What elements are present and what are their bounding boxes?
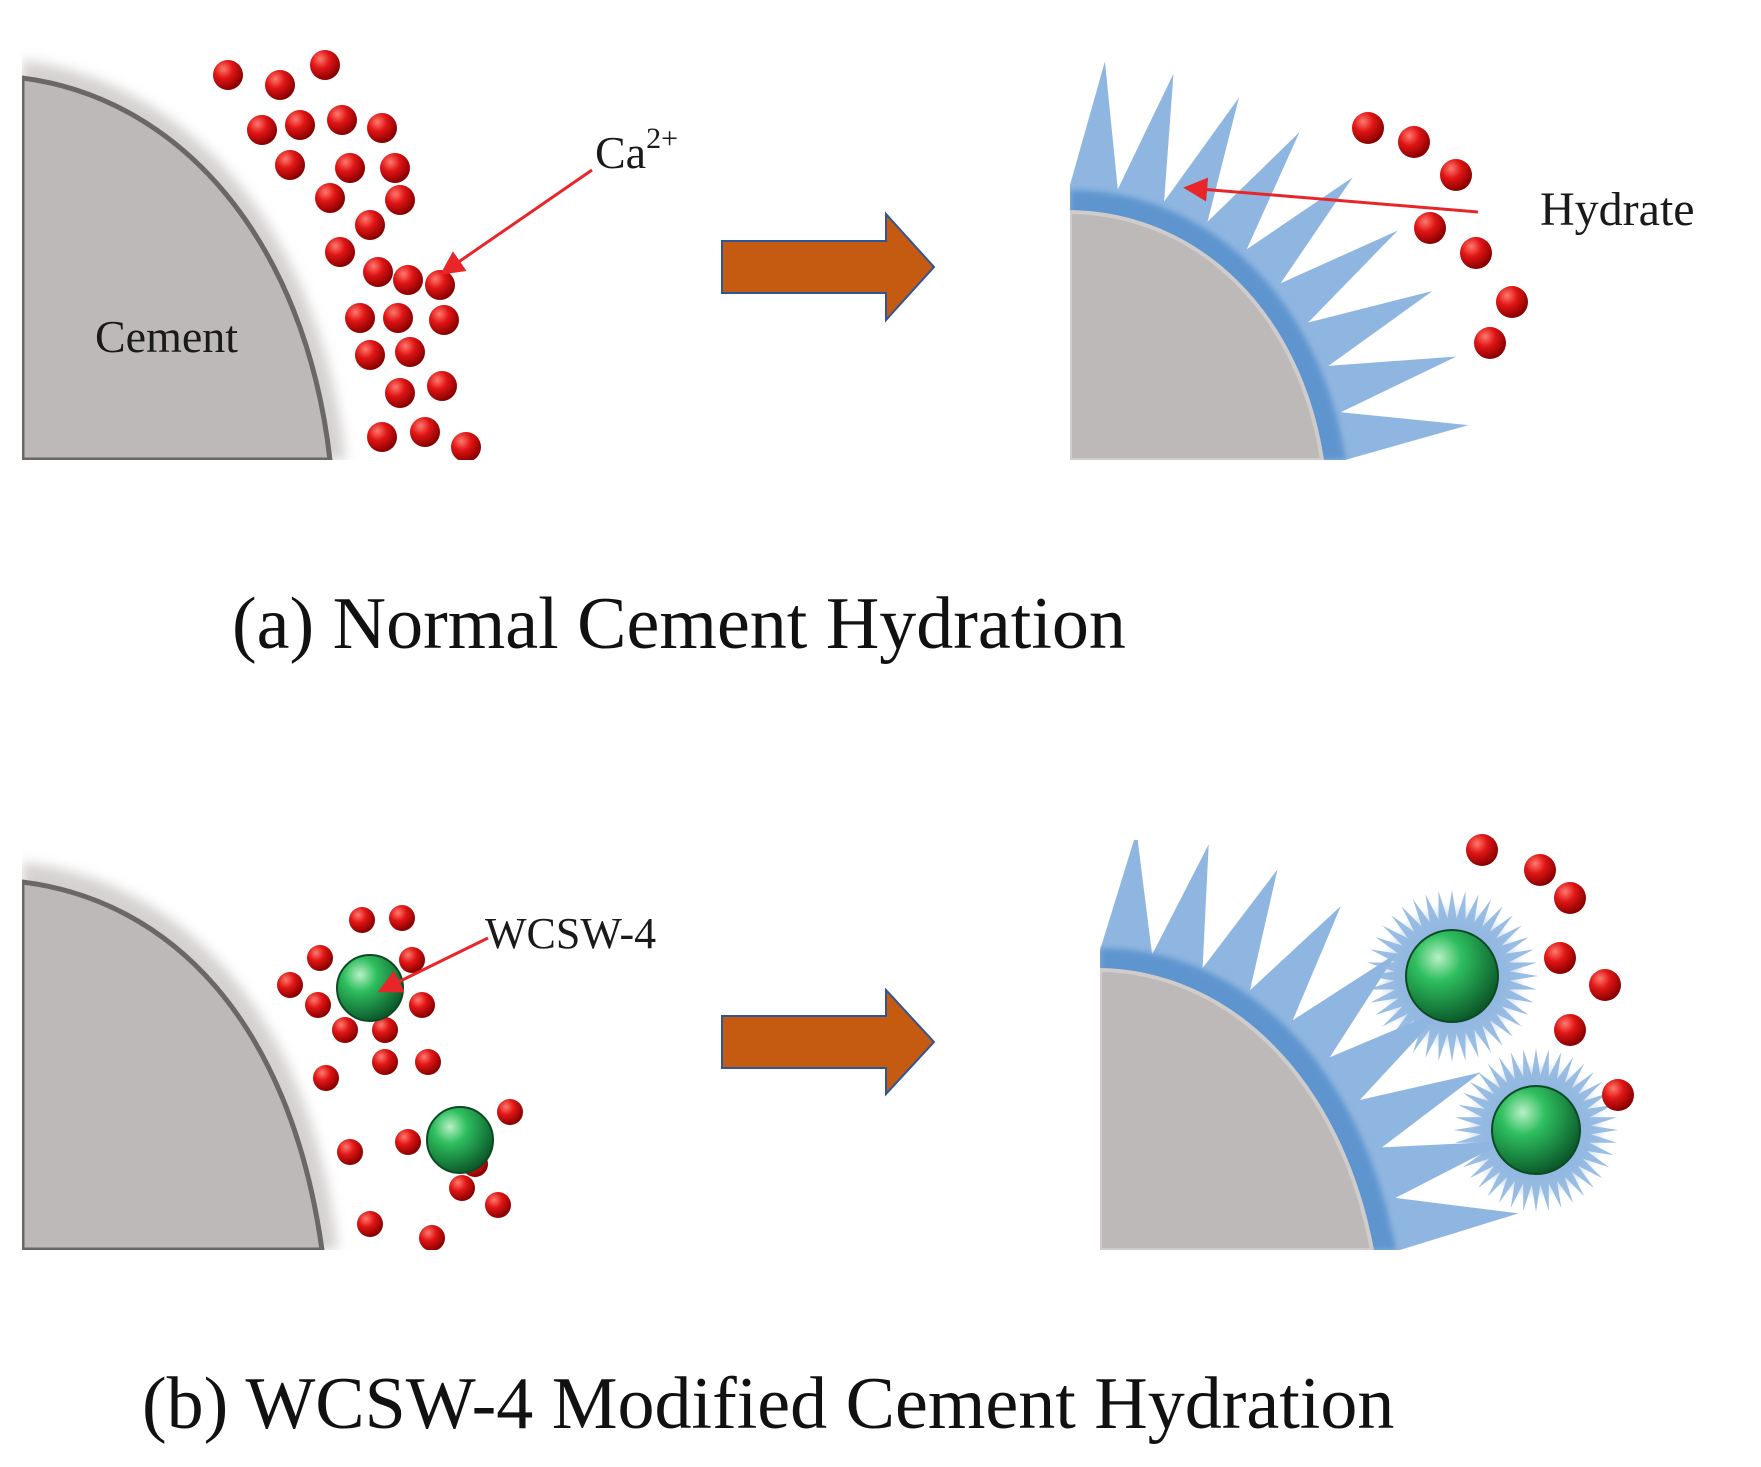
panel-b-caption: (b) WCSW-4 Modified Cement Hydration [142,1363,1394,1445]
calcium-ion [429,305,459,335]
wcsw4-label: WCSW-4 [485,909,656,958]
cement-grain-body [22,75,333,460]
cement-grain-body [1070,209,1325,460]
calcium-ion [409,992,435,1018]
calcium-ion [1466,834,1498,866]
wcsw4-pointer [377,936,489,993]
calcium-ion [1352,112,1384,144]
calcium-ion [363,257,393,287]
calcium-ion [451,432,481,460]
calcium-ion-cluster [213,50,481,460]
calcium-ion [275,150,305,180]
calcium-ion [327,105,357,135]
hydrate-label: Hydrate [1540,183,1695,236]
cement-grain-body [1100,967,1375,1250]
calcium-ion [395,1129,421,1155]
calcium-ion-arc [1466,834,1634,1111]
calcium-ion [305,992,331,1018]
calcium-ion [1524,854,1556,886]
calcium-ion [213,60,243,90]
calcium-ion [410,417,440,447]
calcium-ion [1474,327,1506,359]
calcium-ion [449,1175,475,1201]
panel-b-after [1100,840,1519,1250]
calcium-ion [1602,1079,1634,1111]
calcium-ion-label-charge: 2+ [646,122,678,155]
calcium-ion [1589,969,1621,1001]
process-arrow-b [721,987,936,1097]
calcium-ion [1496,286,1528,318]
calcium-ion [1460,237,1492,269]
calcium-ion [367,113,397,143]
calcium-ion [383,303,413,333]
calcium-ion-label: Ca2+ [595,122,678,178]
panel-a-caption: (a) Normal Cement Hydration [232,583,1126,665]
calcium-ion [335,153,365,183]
cement-grain-body [22,879,325,1250]
calcium-ion [395,337,425,367]
calcium-ion [355,210,385,240]
wcsw4-particle [1405,929,1499,1023]
calcium-ion [367,422,397,452]
wcsw4-particle [336,954,404,1022]
calcium-ion [325,237,355,267]
calcium-ion [357,1211,383,1237]
calcium-ion [1554,1014,1586,1046]
calcium-ion [385,378,415,408]
calcium-ion [310,50,340,80]
panel-a-after [1070,61,1469,460]
calcium-ion [265,70,295,100]
calcium-ion [399,947,425,973]
calcium-ion [313,1065,339,1091]
panel-a-before [22,50,481,460]
calcium-ion [419,1225,445,1250]
wcsw4-particle [1491,1085,1581,1175]
calcium-ion [337,1139,363,1165]
calcium-ion [385,185,415,215]
process-arrow-a [721,211,936,323]
panel-b-before [22,862,523,1250]
calcium-ion [497,1099,523,1125]
calcium-ion [1554,882,1586,914]
calcium-ion [389,905,415,931]
calcium-ion [372,1017,398,1043]
calcium-ion [1398,126,1430,158]
calcium-ion [372,1049,398,1075]
calcium-ion [485,1192,511,1218]
calcium-ion-pointer [440,168,593,275]
calcium-ion [1414,212,1446,244]
calcium-ion-label-base: Ca [595,127,646,178]
calcium-ion [1440,159,1472,191]
calcium-ion [345,303,375,333]
calcium-ion-arc [1352,112,1528,359]
calcium-ion [247,115,277,145]
calcium-ion [393,265,423,295]
wcsw4-hydrated-particle [1454,1048,1618,1212]
calcium-ion [380,153,410,183]
calcium-ion [1544,942,1576,974]
wcsw4-hydrated-particle [1366,890,1538,1062]
calcium-ion [349,907,375,933]
calcium-ion [425,270,455,300]
calcium-ion [332,1017,358,1043]
calcium-ion [307,945,333,971]
calcium-ion [277,972,303,998]
wcsw4-particle [426,1106,494,1174]
calcium-ion [427,371,457,401]
calcium-ion [355,340,385,370]
calcium-ion [415,1049,441,1075]
cement-label: Cement [95,311,238,362]
calcium-ion [315,183,345,213]
hydrate-pointer [1183,177,1479,214]
calcium-ion [285,110,315,140]
